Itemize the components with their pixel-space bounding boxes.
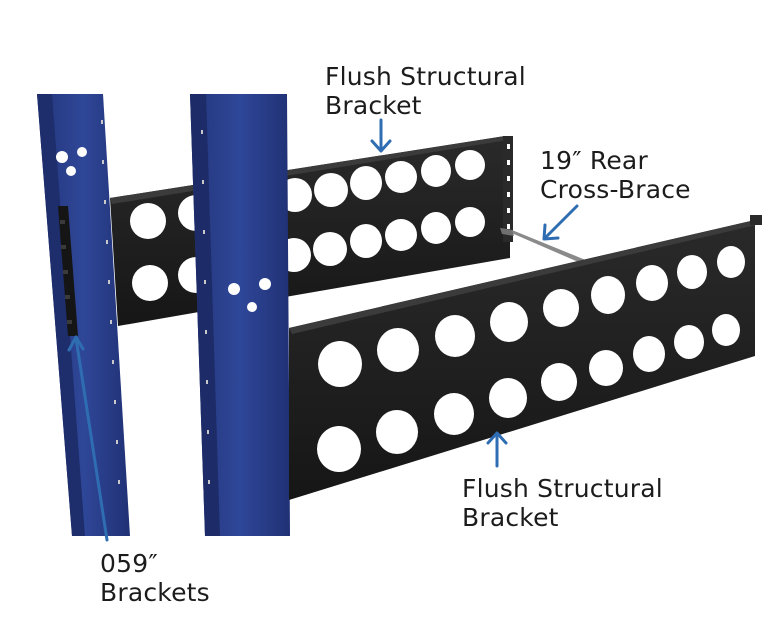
- brackets-059-label: 059″ Brackets: [100, 549, 210, 607]
- brackets-059-line2: Brackets: [100, 578, 210, 607]
- top-bracket-line2: Bracket: [325, 91, 422, 120]
- brackets-059-arrow: [67, 335, 109, 542]
- front-flush-bracket-label: Flush Structural Bracket: [462, 474, 663, 532]
- top-bracket-line1: Flush Structural: [325, 62, 526, 91]
- rear-brace-arrow: [542, 204, 579, 241]
- top-flush-bracket-label: Flush Structural Bracket: [325, 62, 526, 120]
- rear-brace-line1: 19″ Rear: [540, 146, 648, 175]
- brackets-059-line1: 059″: [100, 549, 158, 578]
- top-bracket-arrow: [370, 118, 392, 153]
- rear-cross-brace-label: 19″ Rear Cross-Brace: [540, 146, 691, 204]
- rear-bracket-holes: [130, 150, 485, 301]
- front-bracket-arrow: [486, 431, 508, 468]
- front-bracket-line2: Bracket: [462, 503, 559, 532]
- front-flush-bracket: [289, 215, 762, 500]
- left-rack-rail: [37, 94, 130, 536]
- front-bracket-holes: [317, 246, 745, 472]
- rear-brace-line2: Cross-Brace: [540, 175, 691, 204]
- front-bracket-line1: Flush Structural: [462, 474, 663, 503]
- center-rack-rail: [190, 94, 290, 536]
